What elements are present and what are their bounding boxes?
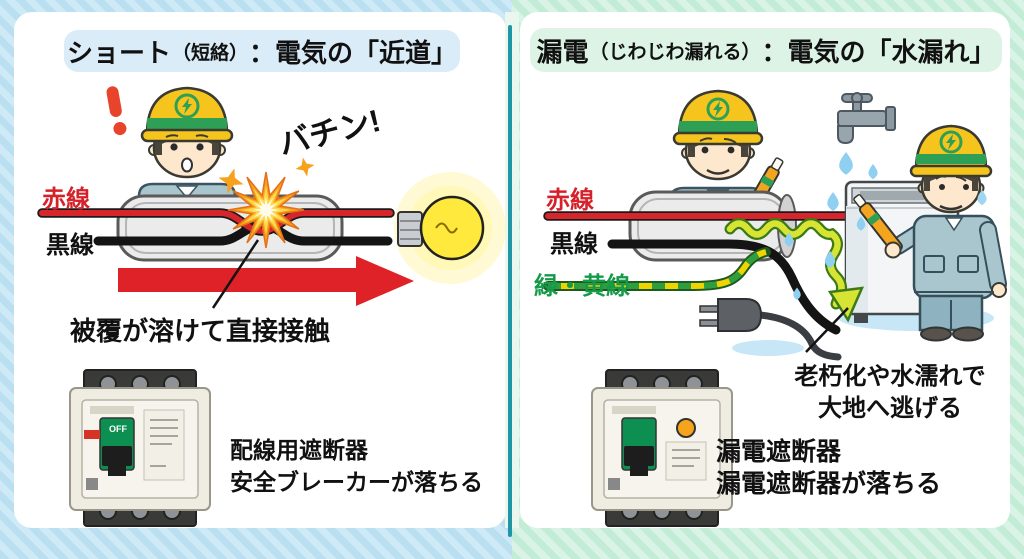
leak-caption-1: 老朽化や水濡れで — [794, 362, 985, 390]
right-breaker-caption-2: 漏電遮断器が落ちる — [716, 469, 941, 498]
breaker-off-label: OFF — [109, 424, 127, 434]
faucet-icon — [837, 92, 896, 145]
test-button-icon — [676, 418, 696, 438]
right-breaker-caption-1: 漏電遮断器 — [716, 437, 842, 466]
red-wire — [37, 208, 395, 236]
leak-current-arrow — [724, 218, 865, 323]
helmet-icon — [140, 86, 234, 143]
pointer-line — [211, 239, 260, 309]
worker-surprised — [137, 86, 237, 214]
black-wire-label: 黒線 — [550, 230, 598, 258]
water-puddle — [732, 340, 804, 356]
mccb-breaker: OFF — [69, 369, 211, 527]
current-arrow — [118, 256, 414, 306]
left-panel-title: ショート（短絡）：電気の「近道」 — [64, 30, 460, 72]
leakage-scene: 老朽化や水濡れで 大地へ逃げる 赤線 黒線 緑・黄線 漏電遮断器 — [534, 89, 1007, 527]
light-bulb-icon — [394, 172, 506, 284]
left-title-rest: ：電気の「近道」 — [249, 37, 458, 68]
green-wire-label: 緑・黄線 — [534, 272, 630, 300]
divider-line — [508, 25, 512, 537]
left-title-main: ショート — [66, 37, 171, 68]
elb-breaker — [591, 369, 733, 527]
right-title-paren: （じわじわ漏れる） — [589, 41, 761, 63]
exclamation-icon — [106, 86, 127, 136]
sfx-text: バチン! — [275, 103, 384, 162]
red-wire-label: 赤線 — [42, 185, 90, 213]
contact-caption: 被覆が溶けて直接接触 — [70, 316, 330, 346]
leak-caption-2: 大地へ逃げる — [818, 395, 962, 422]
right-title-rest: ：電気の「水漏れ」 — [761, 36, 996, 67]
tester-pen-icon — [853, 194, 903, 254]
black-wire-label: 黒線 — [46, 231, 94, 259]
helmet-icon — [672, 89, 764, 146]
left-breaker-caption-1: 配線用遮断器 — [230, 437, 369, 463]
red-wire-label: 赤線 — [546, 186, 594, 214]
sparkle-icon — [293, 155, 317, 179]
left-breaker-caption-2: 安全ブレーカーが落ちる — [230, 469, 483, 495]
right-title-main: 漏電 — [536, 36, 589, 67]
worker-standing — [853, 124, 1007, 342]
left-title-paren: （短絡） — [171, 42, 248, 64]
cable-tube — [116, 194, 344, 262]
short-circuit-scene: 被覆が溶けて直接接触 バチン! 赤線 黒線 OFF — [37, 86, 506, 527]
right-panel-title: 漏電（じわじわ漏れる）：電気の「水漏れ」 — [530, 28, 1002, 72]
green-yellow-wire — [543, 247, 771, 291]
black-wire — [607, 239, 841, 335]
surprised-mouth — [181, 157, 193, 173]
helmet-icon — [909, 124, 993, 178]
pointer-line — [805, 307, 849, 353]
